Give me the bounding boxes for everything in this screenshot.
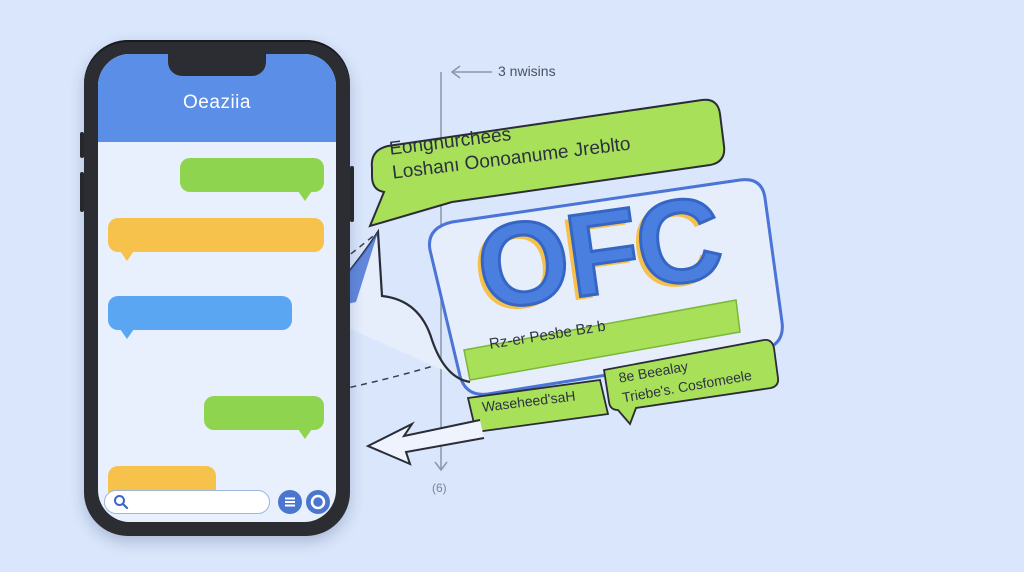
phone-notch (168, 54, 266, 76)
chat-bubble-incoming (108, 218, 324, 261)
bottom-guide-arrowhead (434, 461, 448, 472)
menu-button[interactable] (278, 490, 302, 514)
top-annotation: 3 nwisins (498, 63, 556, 79)
menu-icon (285, 497, 295, 507)
smartphone: Oeaziia (80, 40, 354, 536)
chat-bubble-outgoing (204, 396, 324, 439)
top-guide-arrowhead (450, 65, 461, 79)
power-button (350, 166, 354, 222)
phone-screen: Oeaziia (98, 54, 336, 522)
ofc-heading: OFC (468, 170, 730, 338)
app-header: Oeaziia (98, 54, 336, 142)
chat-bubble-outgoing (180, 158, 324, 201)
volume-button (80, 132, 84, 158)
green-callout (368, 98, 726, 228)
left-arrow (365, 419, 485, 466)
chat-bubble-incoming (108, 296, 292, 339)
action-button[interactable] (306, 490, 330, 514)
bottom-annotation: (6) (432, 481, 447, 495)
right-green-callout (602, 339, 780, 426)
circle-icon (310, 494, 326, 510)
search-icon (114, 495, 129, 510)
volume-button (80, 172, 84, 212)
app-title: Oeaziia (183, 92, 251, 113)
chat-thread (98, 142, 336, 522)
search-input[interactable] (104, 490, 270, 514)
green-strip (463, 299, 741, 381)
